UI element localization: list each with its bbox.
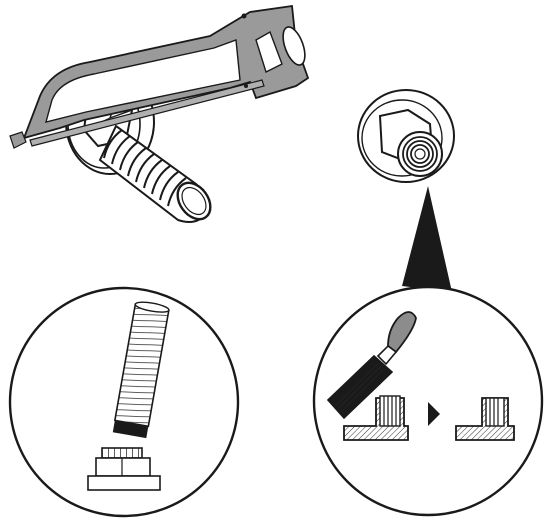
- cut-bolt-detail: [10, 288, 238, 516]
- flange-with-stub: [358, 90, 454, 182]
- zoom-callout-wedge: [402, 186, 452, 292]
- file-burr-detail: [314, 287, 542, 515]
- threaded-bolt: [100, 126, 217, 225]
- hacksaw-cutting-scene: [10, 6, 309, 225]
- hacksaw: [10, 6, 309, 148]
